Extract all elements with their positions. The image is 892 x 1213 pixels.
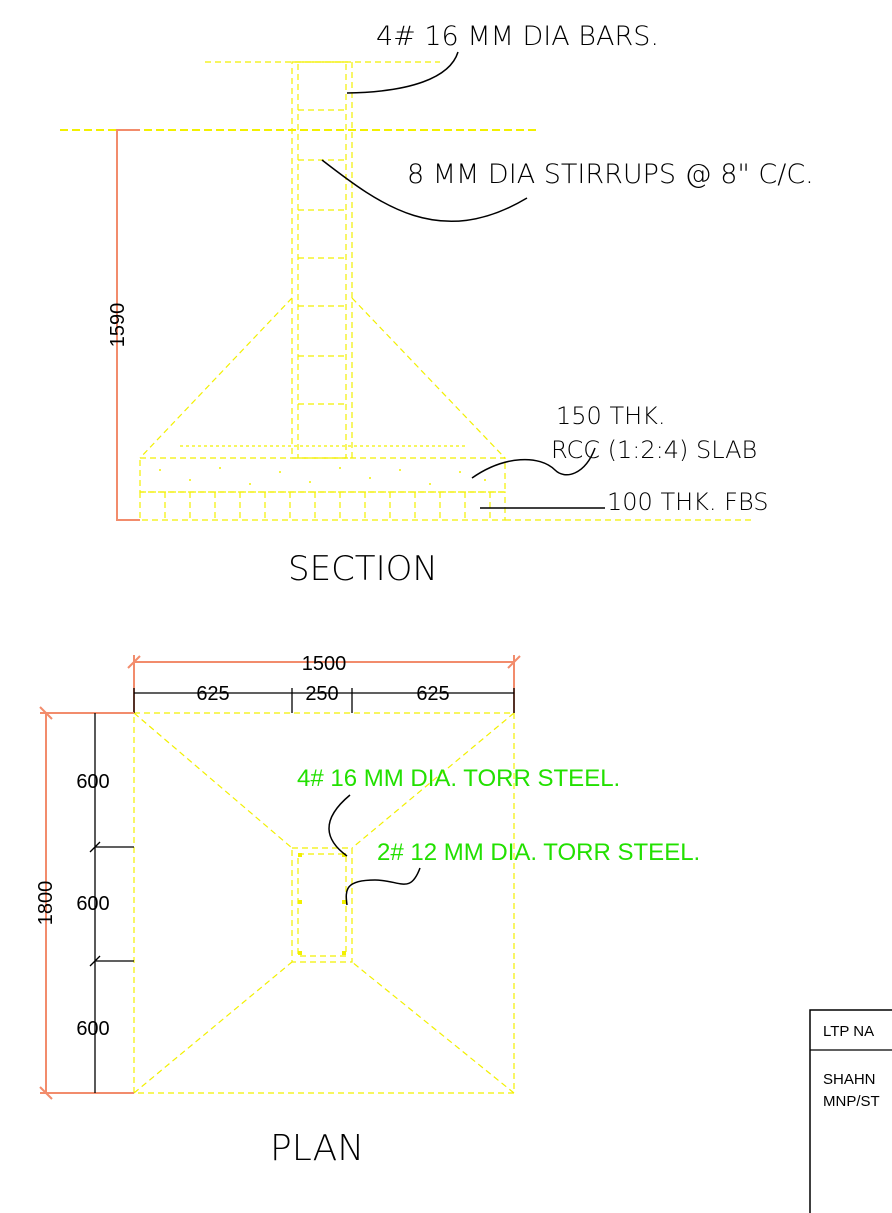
dim-width-2: 250 [305, 683, 338, 705]
callout-fbs: 100 THK. FBS [607, 488, 768, 516]
dim-sub-heights [89, 713, 134, 1093]
title-block-line1: SHAHN [823, 1071, 876, 1088]
dim-sub-widths [133, 688, 515, 713]
dim-height-3: 600 [76, 1018, 109, 1040]
dim-total-height [39, 706, 134, 1100]
diagonal-tl [133, 712, 293, 849]
fbs-layer [139, 491, 506, 521]
stirrups [298, 109, 346, 405]
callout-slab: RCC (1:2:4) SLAB [551, 436, 757, 464]
callout-slab-thk: 150 THK. [556, 402, 666, 430]
dim-total-width-label: 1500 [302, 653, 347, 675]
title-block-line2: MNP/ST [823, 1093, 880, 1110]
column-outline [291, 61, 353, 459]
title-block: LTP NA SHAHN MNP/ST [809, 1009, 892, 1213]
rebar-dots [298, 853, 346, 955]
dim-height-label: 1590 [107, 303, 129, 348]
leader-steel-16 [328, 794, 351, 857]
footing-outline [133, 712, 515, 1094]
leader-bars [346, 51, 459, 94]
plan-column-outer [291, 847, 353, 963]
callout-steel-16: 4# 16 MM DIA. TORR STEEL. [297, 765, 620, 792]
footing-slope-left [139, 297, 293, 459]
dim-height-1: 600 [76, 771, 109, 793]
callout-steel-12: 2# 12 MM DIA. TORR STEEL. [377, 839, 700, 866]
diagonal-br [351, 961, 515, 1094]
plan-title: PLAN [270, 1128, 364, 1169]
footing-slope-right [351, 297, 506, 459]
plan-view: 1500 625 250 625 1800 600 [35, 653, 700, 1169]
title-block-heading: LTP NA [823, 1023, 874, 1040]
leader-slab [471, 447, 596, 479]
dim-height-2: 600 [76, 893, 109, 915]
dim-width-3: 625 [416, 683, 449, 705]
diagonal-bl [133, 961, 293, 1094]
slab-hatch [159, 467, 486, 485]
dim-width-1: 625 [196, 683, 229, 705]
diagonal-tr [351, 712, 515, 849]
title-block-frame [809, 1009, 892, 1213]
leader-stirrups [321, 159, 528, 223]
callout-bars: 4# 16 MM DIA BARS. [376, 21, 659, 52]
rcc-slab [139, 457, 506, 493]
leader-steel-12 [345, 867, 421, 906]
section-view: 1590 4# 16 MM DIA BARS. 8 MM DIA STIRRUP… [60, 21, 814, 589]
column-core [297, 61, 347, 459]
plan-column-inner [297, 853, 347, 957]
section-title: SECTION [288, 549, 438, 589]
dim-total-height-label: 1800 [35, 881, 57, 926]
callout-stirrups: 8 MM DIA STIRRUPS @ 8" C/C. [407, 159, 814, 190]
fbs-bricks [164, 492, 491, 520]
height-dimension-line [116, 129, 140, 521]
